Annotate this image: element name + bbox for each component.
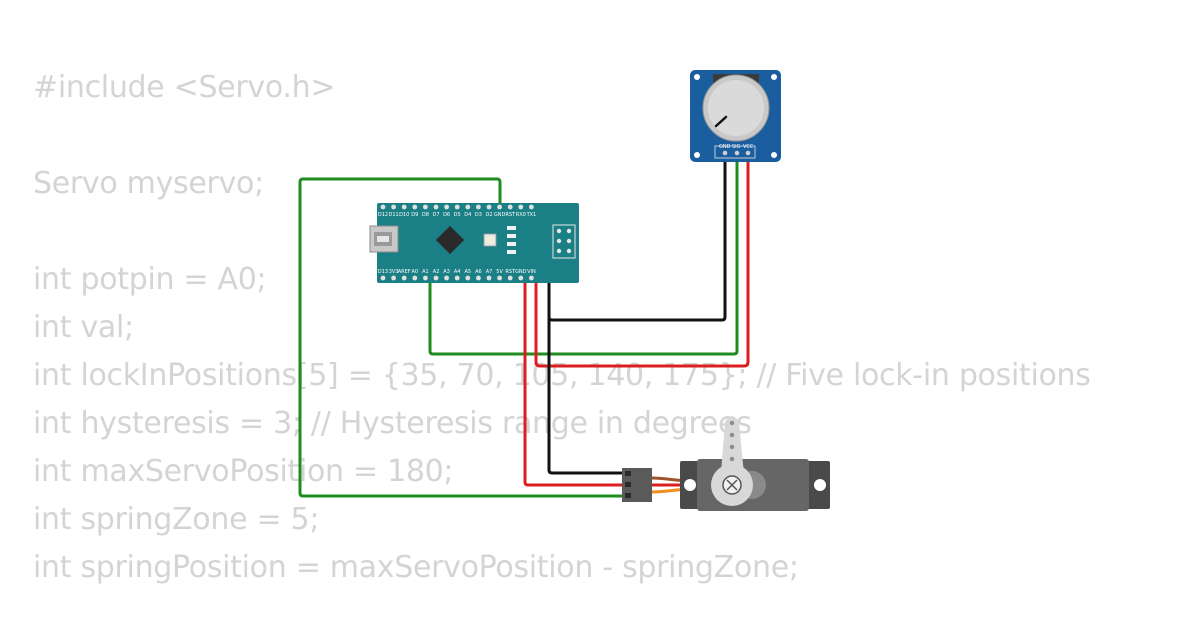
pot-knob-indicator (714, 115, 728, 128)
arduino-pin-label: A0 (411, 269, 418, 275)
arduino-pin-d9[interactable] (412, 204, 418, 210)
code-line-7: int lockInPositions[5] = {35, 70, 105, 1… (33, 358, 1091, 393)
arduino-pin-a0[interactable] (412, 275, 418, 281)
arduino-pin-a1[interactable] (423, 275, 428, 281)
arduino-pin-d5[interactable] (454, 204, 460, 210)
pot-pin-gnd-label: GND (719, 144, 731, 150)
arduino-pin-label: D7 (432, 212, 439, 218)
arduino-pin-d8[interactable] (423, 204, 428, 210)
arduino-pin-label: RX0 (516, 212, 526, 218)
wire-green-d3-servo[interactable] (298, 177, 625, 498)
arduino-pin-gnd[interactable] (518, 275, 524, 281)
usb-connector (369, 225, 399, 253)
servo-horn[interactable] (711, 416, 753, 506)
arduino-pin-a5[interactable] (465, 275, 471, 281)
arduino-pin-label: D13 (378, 269, 388, 275)
arduino-pin-a3[interactable] (444, 275, 449, 281)
arduino-pin-label: D10 (399, 212, 409, 218)
code-line-11: int springPosition = maxServoPosition - … (33, 550, 799, 585)
arduino-pin-label: TX1 (526, 212, 537, 218)
arduino-pin-label: RST (505, 212, 516, 218)
arduino-pin-label: D3 (475, 212, 482, 218)
code-line-6: int val; (33, 310, 134, 345)
arduino-pin-d4[interactable] (465, 204, 471, 210)
wire-black-gnd-servo[interactable] (547, 290, 625, 475)
arduino-pin-d12[interactable] (380, 204, 386, 210)
arduino-pin-a6[interactable] (476, 275, 481, 281)
wire-red-5v-pot[interactable] (534, 154, 750, 368)
arduino-pin-d6[interactable] (444, 204, 449, 210)
arduino-pin-label: D12 (378, 212, 388, 218)
arduino-pin-label: GND (494, 212, 506, 218)
arduino-pin-label: D6 (443, 212, 450, 218)
arduino-pin-rst[interactable] (507, 275, 513, 281)
pot-pin-sig-label: SIG (732, 144, 741, 150)
arduino-pin-label: A3 (443, 269, 450, 275)
arduino-pin-d3[interactable] (476, 204, 481, 210)
arduino-pin-a7[interactable] (486, 275, 492, 281)
code-line-3: Servo myservo; (33, 166, 264, 201)
arduino-pin-vin[interactable] (529, 275, 534, 281)
arduino-pin-a4[interactable] (454, 275, 460, 281)
code-line-5: int potpin = A0; (33, 262, 267, 297)
arduino-pin-label: A1 (422, 269, 429, 275)
wire-green-a0-pot[interactable] (428, 154, 739, 356)
arduino-pin-label: D4 (464, 212, 471, 218)
arduino-pin-rst[interactable] (507, 204, 513, 210)
arduino-pin-label: AREF (398, 269, 411, 275)
arduino-pin-label: D5 (454, 212, 461, 218)
arduino-pin-label: A5 (464, 269, 471, 275)
arduino-pin-label: A2 (433, 269, 440, 275)
arduino-pin-rx0[interactable] (518, 204, 524, 210)
arduino-pin-label: D11 (388, 212, 398, 218)
arduino-pin-label: 5V (496, 269, 503, 275)
arduino-pin-label: A6 (475, 269, 482, 275)
arduino-pin-label: D2 (485, 212, 492, 218)
code-line-1: #include <Servo.h> (33, 70, 336, 105)
pot-pin-vcc-label: VCC (743, 144, 754, 150)
arduino-pin-label: A4 (454, 269, 461, 275)
arduino-pin-d2[interactable] (486, 204, 492, 210)
arduino-pin-label: D9 (411, 212, 418, 218)
arduino-pin-label: D8 (422, 212, 429, 218)
arduino-pin-tx1[interactable] (529, 204, 534, 210)
status-leds (507, 226, 516, 254)
wires (298, 154, 750, 498)
arduino-pin-label: 3V3 (389, 269, 399, 275)
code-line-10: int springZone = 5; (33, 502, 320, 537)
arduino-pin-d11[interactable] (391, 204, 396, 210)
arduino-pin-aref[interactable] (401, 275, 407, 281)
arduino-pin-label: VIN (527, 269, 536, 275)
servo-motor[interactable] (622, 416, 830, 511)
arduino-pin-label: GND (515, 269, 527, 275)
arduino-pin-a2[interactable] (433, 275, 439, 281)
arduino-pin-gnd[interactable] (497, 204, 502, 210)
arduino-pin-label: RST (505, 269, 516, 275)
arduino-pin-3v3[interactable] (391, 275, 396, 281)
arduino-pin-label: A7 (486, 269, 493, 275)
arduino-pin-d13[interactable] (380, 275, 386, 281)
arduino-pin-d7[interactable] (433, 204, 439, 210)
wire-red-5v-servo[interactable] (523, 278, 625, 487)
arduino-pin-d10[interactable] (401, 204, 407, 210)
code-line-8: int hysteresis = 3; // Hysteresis range … (33, 406, 752, 441)
arduino-pin-5v[interactable] (497, 275, 502, 281)
potentiometer-module[interactable]: GND SIG VCC (690, 70, 781, 162)
icsp-header (552, 224, 576, 259)
